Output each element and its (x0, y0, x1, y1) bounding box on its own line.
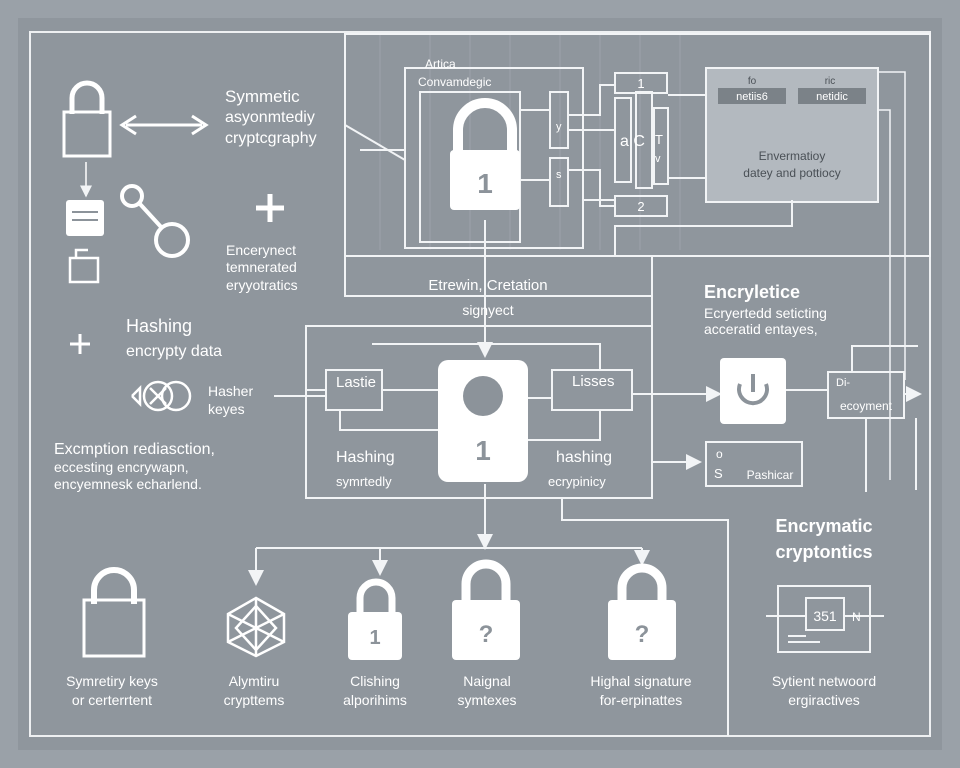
bottom-caption-4a: Naignal (463, 673, 510, 689)
box-2-label: 2 (637, 199, 644, 214)
info-box-label-1: fo (748, 76, 757, 87)
info-box-label-2: ric (825, 76, 836, 87)
right-edge-lines (878, 71, 906, 480)
bottom-caption-1b: or certerrtent (72, 692, 152, 708)
encryption-text-3: eryyotratics (226, 277, 298, 293)
lastie-label: Lastie (336, 374, 376, 391)
exception-text-2: eccesting encrywapn, (54, 459, 189, 475)
encryletice-subtitle-2: acceratid entayes, (704, 321, 818, 337)
plus-icon-small (70, 334, 90, 354)
pasher-label: Pashicar (747, 468, 794, 482)
bottom-caption-1a: Symretiry keys (66, 673, 158, 689)
bottom-lock-mark-2: ? (479, 621, 494, 648)
info-box-caption-1: Envermatioy (759, 149, 826, 163)
bottom-lock-icon-2: ? (452, 559, 520, 660)
network-box-n: N (852, 610, 861, 624)
network-caption-2: ergiractives (788, 692, 860, 708)
bottom-padlock-outline-icon (82, 567, 146, 658)
hashing-left-label: Hashing (336, 449, 395, 466)
key-icon (120, 184, 190, 258)
top-frame-lines (344, 33, 931, 257)
symmetric-title-3: cryptcgraphy (225, 130, 317, 147)
bottom-lock-mark-3: ? (635, 621, 650, 648)
bottom-caption-4b: symtexes (457, 692, 516, 708)
symmetric-title-1: Symmetic (225, 87, 300, 106)
info-box-caption-2: datey and pottiocy (743, 166, 840, 180)
info-box-tab-2: netidic (816, 91, 848, 103)
network-box-number: 351 (813, 608, 837, 624)
hasher-label-1: Hasher (208, 383, 253, 399)
bottom-caption-2b: crypttems (224, 692, 285, 708)
grid-lines (379, 34, 681, 250)
symmetric-title-2: asyonmtediy (225, 109, 315, 126)
creation-label: Etrewin, Cretation (428, 277, 547, 294)
info-box-tab-1: netiis6 (736, 91, 768, 103)
bottom-caption-5a: Highal signature (590, 673, 691, 689)
encryption-text-1: Encerynect (226, 242, 296, 258)
exception-text-3: encyemnesk echarlend. (54, 476, 202, 492)
bottom-caption-5b: for-erpinattes (600, 692, 682, 708)
bottom-caption-2a: Alymtiru (229, 673, 280, 689)
stack-a-c-label: a C (620, 133, 645, 150)
hasher-label-2: keyes (208, 401, 245, 417)
encryletice-title: Encryletice (704, 282, 800, 302)
exception-text-1: Excmption rediasction, (54, 441, 215, 458)
stack-t-label: T (655, 132, 663, 147)
symrtedly-label: symrtedly (336, 474, 392, 489)
encryption-text-2: temnerated (226, 259, 297, 275)
bottom-caption-3a: Clishing (350, 673, 400, 689)
right-connectors (614, 200, 922, 492)
hashing-subtitle: encrypty data (126, 343, 222, 360)
padlock-icon (62, 80, 112, 158)
outer-frame (29, 31, 931, 737)
center-frame-lines (248, 220, 729, 736)
center-lock-icon[interactable]: 1 (438, 360, 528, 482)
database-icon (66, 200, 104, 236)
power-icon[interactable] (720, 358, 786, 424)
network-box[interactable] (766, 585, 884, 653)
bottom-lock-icon-1: 1 (348, 578, 402, 660)
hashing-right-label: hashing (556, 449, 612, 466)
double-arrow-icon (119, 114, 209, 136)
bottom-lock-icon-3: ? (608, 563, 676, 660)
bottom-lock-mark-1: 1 (369, 627, 380, 649)
network-caption-1: Sytient netwoord (772, 673, 876, 689)
bottom-caption-3b: alporihims (343, 692, 407, 708)
folder-icon (68, 248, 100, 284)
geometric-net-icon (226, 596, 286, 658)
lock-keyhole-mark: 1 (477, 168, 493, 199)
mini-label-s: s (556, 169, 562, 181)
pasher-box[interactable]: o S Pashicar (705, 441, 803, 487)
encryletice-subtitle-1: Ecryertedd seticting (704, 305, 827, 321)
pasher-icon-o: o (716, 447, 723, 461)
ecry-box-label: ecoyment (840, 399, 893, 413)
plus-icon (256, 194, 284, 222)
mini-label-y: y (556, 121, 562, 133)
info-box: fo ric netiis6 netidic Envermatioy datey… (705, 67, 879, 203)
conv-label: Convamdegic (418, 75, 491, 89)
lock-icon: 1 (450, 98, 520, 210)
pasher-icon-s: S (714, 466, 723, 481)
hash-eye-icon (131, 380, 192, 412)
stack-v-label: v (655, 153, 661, 165)
lisses-label: Lisses (572, 373, 615, 390)
ecrypinicy-label: ecrypinicy (548, 474, 606, 489)
artica-label: Artica (425, 57, 456, 71)
encrymatic-title-1: Encrymatic (775, 516, 872, 536)
hashing-title: Hashing (126, 316, 192, 336)
ecry-box-top-label: Di- (836, 377, 850, 389)
box-1-label: 1 (637, 76, 644, 91)
center-keyhole-mark: 1 (475, 435, 491, 466)
encrymatic-title-2: cryptontics (775, 542, 872, 562)
signyect-label: signyect (462, 302, 513, 318)
